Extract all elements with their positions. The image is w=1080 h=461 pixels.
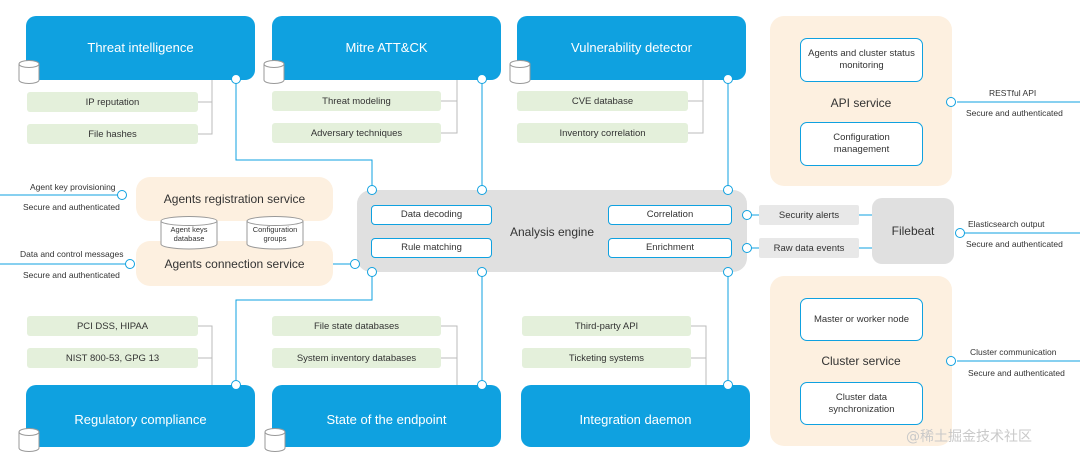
feature-inventory-correlation: Inventory correlation xyxy=(517,123,688,143)
connector-node xyxy=(946,97,956,107)
connector-node xyxy=(477,74,487,84)
database-icon xyxy=(18,60,40,84)
status-monitoring-box: Agents and cluster status monitoring xyxy=(800,38,923,82)
secure-auth-label: Secure and authenticated xyxy=(966,239,1063,249)
database-icon xyxy=(263,60,285,84)
feature-ticketing: Ticketing systems xyxy=(522,348,691,368)
connector-node xyxy=(231,74,241,84)
connector-node xyxy=(742,243,752,253)
cluster-data-sync-box: Cluster data synchronization xyxy=(800,382,923,425)
feature-pci-dss: PCI DSS, HIPAA xyxy=(27,316,198,336)
api-service-title: API service xyxy=(830,96,892,110)
elasticsearch-output-label: Elasticsearch output xyxy=(968,219,1045,229)
secure-auth-label: Secure and authenticated xyxy=(23,202,120,212)
data-control-messages-label: Data and control messages xyxy=(20,249,124,259)
restful-api-label: RESTful API xyxy=(989,88,1037,98)
feature-threat-modeling: Threat modeling xyxy=(272,91,441,111)
database-icon xyxy=(246,216,304,250)
configuration-groups-label: Configuration groups xyxy=(252,225,298,243)
analysis-engine-title: Analysis engine xyxy=(509,225,595,239)
connector-node xyxy=(117,190,127,200)
feature-third-party-api: Third-party API xyxy=(522,316,691,336)
agents-registration-service: Agents registration service xyxy=(136,177,333,221)
data-decoding-box: Data decoding xyxy=(371,205,492,225)
configuration-management-box: Configuration management xyxy=(800,122,923,166)
database-icon xyxy=(509,60,531,84)
rule-matching-box: Rule matching xyxy=(371,238,492,258)
mitre-attack-module: Mitre ATT&CK xyxy=(272,16,501,80)
connector-node xyxy=(946,356,956,366)
threat-intelligence-module: Threat intelligence xyxy=(26,16,255,80)
master-worker-node-box: Master or worker node xyxy=(800,298,923,341)
correlation-box: Correlation xyxy=(608,205,732,225)
feature-nist: NIST 800-53, GPG 13 xyxy=(27,348,198,368)
watermark: @稀土掘金技术社区 xyxy=(906,429,1032,445)
secure-auth-label: Secure and authenticated xyxy=(968,368,1065,378)
raw-data-events-box: Raw data events xyxy=(759,238,859,258)
connector-node xyxy=(367,185,377,195)
connector-node xyxy=(231,380,241,390)
connector-node xyxy=(723,185,733,195)
connector-node xyxy=(723,74,733,84)
agent-key-provisioning-label: Agent key provisioning xyxy=(30,182,116,192)
connector-node xyxy=(723,380,733,390)
cluster-service-title: Cluster service xyxy=(821,354,901,368)
feature-ip-reputation: IP reputation xyxy=(27,92,198,112)
feature-file-state: File state databases xyxy=(272,316,441,336)
connector-node xyxy=(125,259,135,269)
connector-node xyxy=(367,267,377,277)
cluster-communication-label: Cluster communication xyxy=(970,347,1057,357)
vulnerability-detector-module: Vulnerability detector xyxy=(517,16,746,80)
connector-node xyxy=(477,380,487,390)
feature-system-inventory: System inventory databases xyxy=(272,348,441,368)
secure-auth-label: Secure and authenticated xyxy=(966,108,1063,118)
enrichment-box: Enrichment xyxy=(608,238,732,258)
analysis-engine: Analysis engine xyxy=(357,190,747,272)
secure-auth-label: Secure and authenticated xyxy=(23,270,120,280)
database-icon xyxy=(18,428,40,452)
regulatory-compliance-title: Regulatory compliance xyxy=(74,412,207,427)
connector-node xyxy=(723,267,733,277)
connector-node xyxy=(477,185,487,195)
feature-file-hashes: File hashes xyxy=(27,124,198,144)
feature-adversary-techniques: Adversary techniques xyxy=(272,123,441,143)
agents-connection-service: Agents connection service xyxy=(136,241,333,286)
agents-registration-title: Agents registration service xyxy=(163,192,306,206)
regulatory-compliance-module: Regulatory compliance xyxy=(26,385,255,447)
mitre-attack-title: Mitre ATT&CK xyxy=(345,40,428,55)
state-of-endpoint-title: State of the endpoint xyxy=(326,412,447,427)
connector-node xyxy=(742,210,752,220)
agents-connection-title: Agents connection service xyxy=(164,257,305,271)
security-alerts-box: Security alerts xyxy=(759,205,859,225)
integration-daemon-module: Integration daemon xyxy=(521,385,750,447)
connector-node xyxy=(477,267,487,277)
agent-keys-db-label: Agent keys database xyxy=(170,225,208,243)
database-icon xyxy=(264,428,286,452)
filebeat-title: Filebeat xyxy=(891,224,935,238)
integration-daemon-title: Integration daemon xyxy=(579,412,692,427)
threat-intelligence-title: Threat intelligence xyxy=(87,40,194,55)
filebeat-box: Filebeat xyxy=(872,198,954,264)
database-icon xyxy=(160,216,218,250)
feature-cve-database: CVE database xyxy=(517,91,688,111)
state-of-endpoint-module: State of the endpoint xyxy=(272,385,501,447)
vulnerability-detector-title: Vulnerability detector xyxy=(571,40,692,55)
connector-node xyxy=(350,259,360,269)
connector-node xyxy=(955,228,965,238)
